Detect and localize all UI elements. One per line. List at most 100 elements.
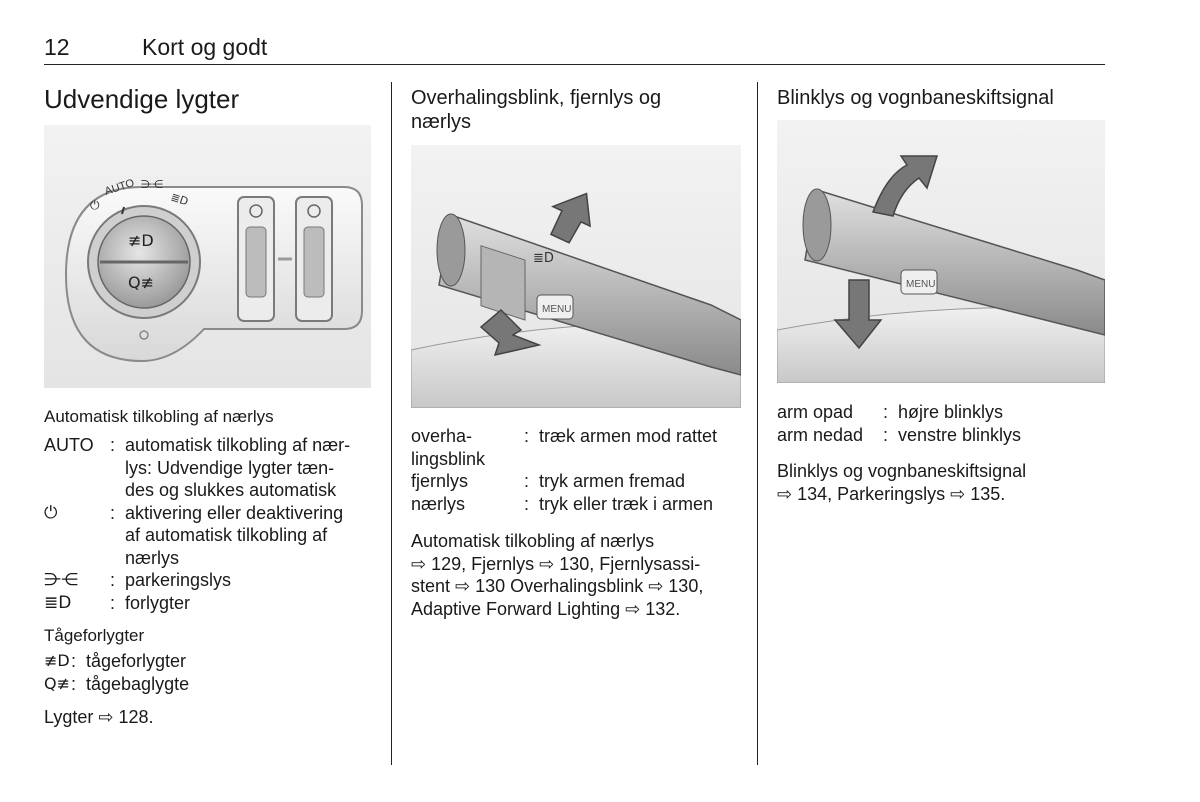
turn-legend-list: arm opad: højre blinklys arm nedad: venstre… xyxy=(777,401,1107,446)
legend-definition: venstre blinklys xyxy=(898,424,1022,445)
legend-colon: : xyxy=(883,424,889,445)
legend-definition: tågebaglygte xyxy=(86,673,190,694)
legend-definition: parkeringslys xyxy=(125,569,384,592)
term-line: overha- xyxy=(411,426,473,446)
definition-line: lys: Udvendige lygter tæn- xyxy=(125,457,335,478)
light-switch-illustration: ⏻ AUTO ⋺⋲ ≣D ≢D Q≢ xyxy=(64,177,363,363)
menu-label: MENU xyxy=(906,279,935,290)
page-number: 12 xyxy=(44,34,70,60)
legend-term: arm nedad xyxy=(777,424,864,445)
definition-line: automatisk tilkobling af nær- xyxy=(125,435,351,455)
light-switch-figure: ⏻ AUTO ⋺⋲ ≣D ≢D Q≢ xyxy=(44,125,371,388)
sun-icon xyxy=(139,330,149,340)
legend-colon: : xyxy=(71,651,77,671)
term-line: fjernlys xyxy=(411,471,469,491)
highbeam-icon: ≣D xyxy=(533,251,554,266)
lever-up-down-illustration: MENU xyxy=(776,155,1106,384)
legend-item: ⋺⋲: parkeringslys xyxy=(44,569,384,592)
legend-colon: : xyxy=(110,435,116,455)
legend-item: arm opad: højre blinklys xyxy=(777,401,1107,424)
term-line: nærlys xyxy=(411,493,466,514)
fog-heading: Tågeforlygter xyxy=(44,626,145,645)
menu-button xyxy=(900,269,938,295)
legend-item: arm nedad: venstre blinklys xyxy=(777,424,1107,447)
legend-colon: : xyxy=(110,570,116,590)
legend-definition: tryk armen fremad xyxy=(539,471,686,491)
definition-line: forlygter xyxy=(125,592,191,613)
lever-figure-push-pull: MENU ≣D xyxy=(410,145,742,409)
headlight-range-icon xyxy=(249,204,263,218)
arrow-down-left-icon xyxy=(479,308,542,357)
definition-line: parkeringslys xyxy=(125,570,232,590)
heading-line: nærlys xyxy=(411,111,472,133)
header-divider xyxy=(44,64,1105,65)
menu-button xyxy=(536,294,574,320)
section-title: Kort og godt xyxy=(142,34,268,60)
legend-colon: : xyxy=(883,402,889,422)
ref-line: Adaptive Forward Lighting ⇨ 132. xyxy=(411,598,681,619)
lever-reference: Automatisk tilkobling af nærlys ⇨ 129, F… xyxy=(411,530,703,620)
legend-list: AUTO: automatisk tilkobling af nær-lys: U… xyxy=(44,434,384,614)
legend-item: Q≢: tågebaglygte xyxy=(44,673,374,696)
legend-colon: : xyxy=(110,592,116,613)
legend-item: nærlys: tryk eller træk i armen xyxy=(411,493,751,516)
legend-item: fjernlys: tryk armen fremad xyxy=(411,470,751,493)
legend-item: overha-lingsblink: træk armen mod rattet xyxy=(411,425,751,470)
ref-line: ⇨ 134, Parkeringslys ⇨ 135. xyxy=(777,483,1006,504)
legend-term: nærlys xyxy=(411,493,524,516)
definition-line: des og slukkes automatisk xyxy=(125,480,337,500)
legend-item: ≣D: forlygter xyxy=(44,592,384,615)
legend-term: Q≢ xyxy=(44,673,70,693)
section-heading-turn: Blinklys og vognbaneskiftsignal xyxy=(777,87,1054,109)
fog-front-icon: ≢D xyxy=(128,231,154,250)
parking-light-icon: ⋺⋲ xyxy=(141,178,163,191)
ref-line: stent ⇨ 130 Overhalingsblink ⇨ 130, xyxy=(411,576,704,596)
legend-term: ⏻ xyxy=(44,502,58,523)
legend-term: overha-lingsblink xyxy=(411,425,524,470)
legend-definition: automatisk tilkobling af nær-lys: Udvend… xyxy=(125,434,384,502)
definition-line: af automatisk tilkobling af xyxy=(125,525,328,545)
legend-definition: forlygter xyxy=(125,592,384,615)
auto-lowbeam-heading: Automatisk tilkobling af nærlys xyxy=(44,407,274,426)
heading-line: Overhalingsblink, fjernlys og xyxy=(411,87,662,109)
legend-definition: tågeforlygter xyxy=(86,651,187,671)
turn-reference: Blinklys og vognbaneskiftsignal ⇨ 134, P… xyxy=(777,460,1026,505)
column-divider xyxy=(757,82,758,765)
lever-figure-up-down: MENU xyxy=(776,120,1106,384)
arrow-up-icon xyxy=(871,155,939,217)
legend-colon: : xyxy=(110,502,116,523)
legend-term: arm opad xyxy=(777,402,854,422)
legend-colon: : xyxy=(524,471,530,491)
legend-item: ≢D: tågeforlygter xyxy=(44,650,374,673)
term-line: lingsblink xyxy=(411,448,486,469)
lever-legend-list: overha-lingsblink: træk armen mod rattet f… xyxy=(411,425,751,515)
legend-definition: højre blinklys xyxy=(898,402,1004,422)
menu-label: MENU xyxy=(542,304,571,315)
section-heading-flash: Overhalingsblink, fjernlys og nærlys xyxy=(411,86,661,134)
definition-line: aktivering eller deaktivering xyxy=(125,502,344,523)
legend-colon: : xyxy=(524,493,530,514)
arrow-down-icon xyxy=(833,279,883,350)
ref-line: ⇨ 129, Fjernlys ⇨ 130, Fjernlysassi- xyxy=(411,553,701,574)
legend-definition: træk armen mod rattet xyxy=(539,426,718,446)
fog-rear-icon: Q≢ xyxy=(128,273,154,292)
legend-term: ≢D xyxy=(44,651,70,670)
column-divider xyxy=(391,82,392,765)
legend-term: ⋺⋲ xyxy=(44,570,78,590)
legend-term: fjernlys xyxy=(411,470,524,493)
legend-term: AUTO xyxy=(44,435,94,455)
arrow-up-icon xyxy=(549,192,591,244)
page-title: Udvendige lygter xyxy=(44,84,240,114)
low-beam-icon: ≣D xyxy=(169,190,190,208)
legend-colon: : xyxy=(71,673,77,694)
legend-colon: : xyxy=(524,426,530,446)
lever-push-pull-illustration: MENU ≣D xyxy=(410,192,742,409)
power-icon: ⏻ xyxy=(90,198,100,212)
legend-definition: tryk eller træk i armen xyxy=(539,493,714,514)
dimmer-icon xyxy=(307,204,321,218)
legend-term: ≣D xyxy=(44,592,72,613)
ref-line: Blinklys og vognbaneskiftsignal xyxy=(777,461,1027,481)
